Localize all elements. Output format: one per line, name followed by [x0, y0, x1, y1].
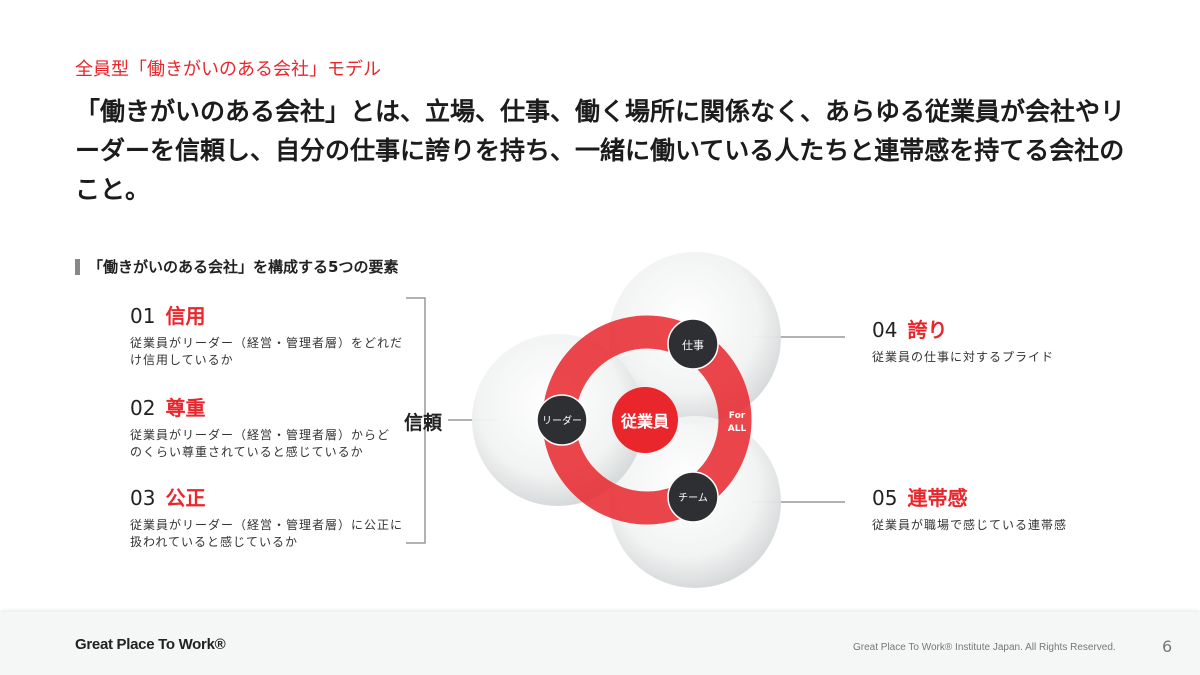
element-name: 公正: [165, 486, 206, 510]
team-label: チーム: [678, 492, 708, 504]
element-name: 誇り: [907, 318, 948, 342]
element-description: 従業員の仕事に対するプライド: [872, 350, 1055, 364]
element-03: 03 公正 従業員がリーダー（経営・管理者層）に公正に扱われていると感じているか: [130, 482, 410, 551]
section-title-text: 「働きがいのある会社」を構成する5つの要素: [88, 258, 399, 276]
copyright: Great Place To Work® Institute Japan. Al…: [853, 642, 1116, 653]
element-04: 04 誇り 従業員の仕事に対するプライド: [872, 314, 1172, 366]
element-description: 従業員がリーダー（経営・管理者層）に公正に扱われていると感じているか: [130, 518, 404, 549]
employee-circle: [612, 387, 678, 453]
element-name: 信用: [165, 304, 206, 328]
element-number: 03: [130, 486, 156, 510]
work-node: [667, 318, 719, 370]
workplace-model-diagram: 信頼 従業員 仕事 リーダー チーム For ALL: [404, 252, 845, 588]
element-05: 05 連帯感 従業員が職場で感じている連帯感: [872, 482, 1172, 534]
element-02: 02 尊重 従業員がリーダー（経営・管理者層）からどのくらい尊重されていると感じて…: [130, 392, 400, 461]
footer: [0, 612, 1200, 675]
leader-label: リーダー: [542, 414, 582, 427]
page-number: 6: [1162, 637, 1173, 656]
team-node: [667, 471, 719, 523]
work-label: 仕事: [682, 339, 704, 352]
element-name: 尊重: [165, 396, 206, 420]
section-title: 「働きがいのある会社」を構成する5つの要素: [75, 256, 398, 277]
leader-node: [536, 394, 588, 446]
for-label: For: [729, 411, 746, 421]
section-marker: [75, 258, 80, 275]
slide-headline: 「働きがいのある会社」とは、立場、仕事、働く場所に関係なく、あらゆる従業員が会社…: [75, 97, 1126, 204]
element-description: 従業員がリーダー（経営・管理者層）をどれだけ信用しているか: [130, 336, 404, 367]
element-number: 05: [872, 486, 898, 510]
all-label: ALL: [728, 424, 747, 434]
element-description: 従業員がリーダー（経営・管理者層）からどのくらい尊重されていると感じているか: [130, 428, 391, 459]
company-logo: Great Place To Work®: [75, 636, 226, 653]
trust-label: 信頼: [404, 411, 443, 434]
element-01: 01 信用 従業員がリーダー（経営・管理者層）をどれだけ信用しているか: [130, 300, 410, 369]
element-name: 連帯感: [907, 486, 968, 510]
element-number: 02: [130, 396, 156, 420]
slide-subtitle: 全員型「働きがいのある会社」モデル: [75, 59, 381, 80]
trust-bracket: [406, 297, 426, 544]
element-number: 01: [130, 304, 156, 328]
employee-label: 従業員: [620, 412, 669, 431]
element-number: 04: [872, 318, 898, 342]
element-description: 従業員が職場で感じている連帯感: [872, 518, 1068, 532]
